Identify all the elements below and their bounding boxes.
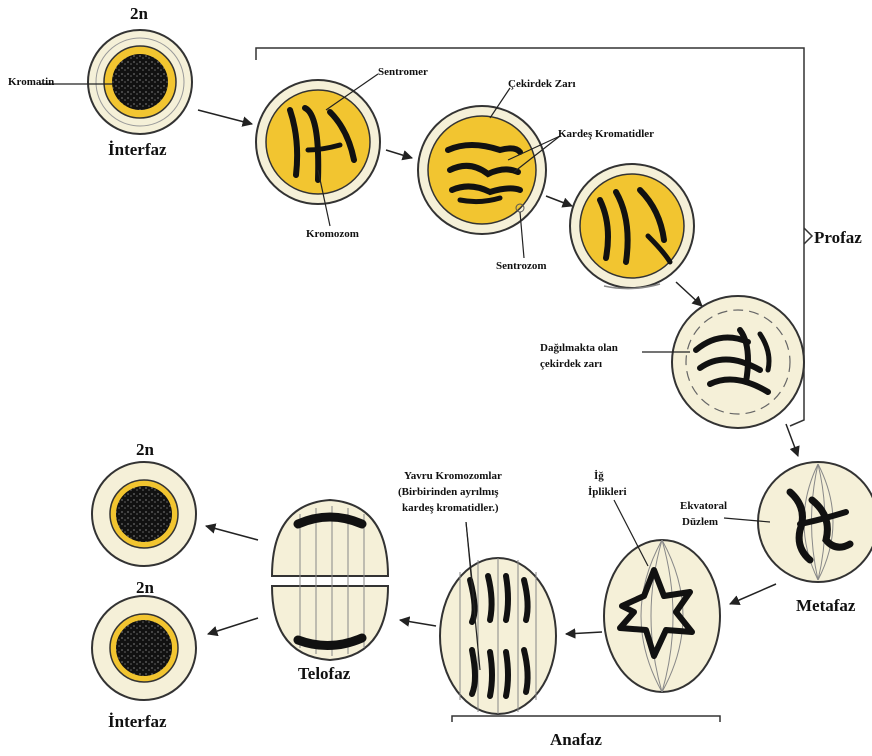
arrow-prophase-1-to-2 xyxy=(386,150,412,158)
arrow-anaphase-1-to-2 xyxy=(566,632,602,634)
label-profaz: Profaz xyxy=(814,228,862,248)
label-ploidy-upper: 2n xyxy=(136,440,154,460)
daughter-cell-2 xyxy=(92,596,196,700)
label-yavru-3: kardeş kromatidler.) xyxy=(402,502,499,515)
arrow-anaphase-to-telophase xyxy=(400,620,436,626)
label-kardes-kromatidler: Kardeş Kromatidler xyxy=(558,128,654,141)
label-dagilmakta-1: Dağılmakta olan xyxy=(540,342,618,355)
metaphase-cell xyxy=(758,462,872,582)
early-anaphase-cell xyxy=(604,540,720,692)
arrow-prophase-2-to-3 xyxy=(546,196,572,206)
prophase-cell-2 xyxy=(418,106,546,234)
arrow-prophase-3-to-4 xyxy=(676,282,702,306)
telophase-cell xyxy=(272,500,388,660)
label-interfaz-top: İnterfaz xyxy=(108,140,167,160)
label-ploidy-top: 2n xyxy=(130,4,148,24)
label-kromozom: Kromozom xyxy=(306,228,359,241)
label-sentromer: Sentromer xyxy=(378,66,428,79)
label-anafaz: Anafaz xyxy=(550,730,602,750)
arrow-prophase-to-metaphase xyxy=(786,424,798,456)
interphase-cell-top xyxy=(88,30,192,134)
label-telofaz: Telofaz xyxy=(298,664,350,684)
label-yavru-2: (Birbirinden ayrılmış xyxy=(398,486,499,499)
label-ekvatoral-1: Ekvatoral xyxy=(680,500,727,513)
label-ploidy-lower: 2n xyxy=(136,578,154,598)
label-ig-2: İplikleri xyxy=(588,486,627,499)
arrow-telophase-to-daughter-1 xyxy=(206,526,258,540)
label-interfaz-bottom: İnterfaz xyxy=(108,712,167,732)
daughter-cell-1 xyxy=(92,462,196,566)
prophase-cell-3 xyxy=(570,164,694,289)
late-prophase-cell xyxy=(672,296,804,428)
arrow-telophase-to-daughter-2 xyxy=(208,618,258,634)
label-dagilmakta-2: çekirdek zarı xyxy=(540,358,602,371)
label-ekvatoral-2: Düzlem xyxy=(682,516,718,529)
label-cekirdek-zari: Çekirdek Zarı xyxy=(508,78,576,91)
prophase-cell-1 xyxy=(256,80,380,204)
label-ig-1: İğ xyxy=(594,470,604,483)
anafaz-bracket xyxy=(452,716,720,722)
label-sentrozom: Sentrozom xyxy=(496,260,547,273)
label-metafaz: Metafaz xyxy=(796,596,855,616)
arrow-interphase-to-prophase xyxy=(198,110,252,124)
arrow-metaphase-to-anaphase xyxy=(730,584,776,604)
label-yavru-1: Yavru Kromozomlar xyxy=(404,470,502,483)
late-anaphase-cell xyxy=(440,558,556,714)
label-kromatin: Kromatin xyxy=(8,76,54,89)
